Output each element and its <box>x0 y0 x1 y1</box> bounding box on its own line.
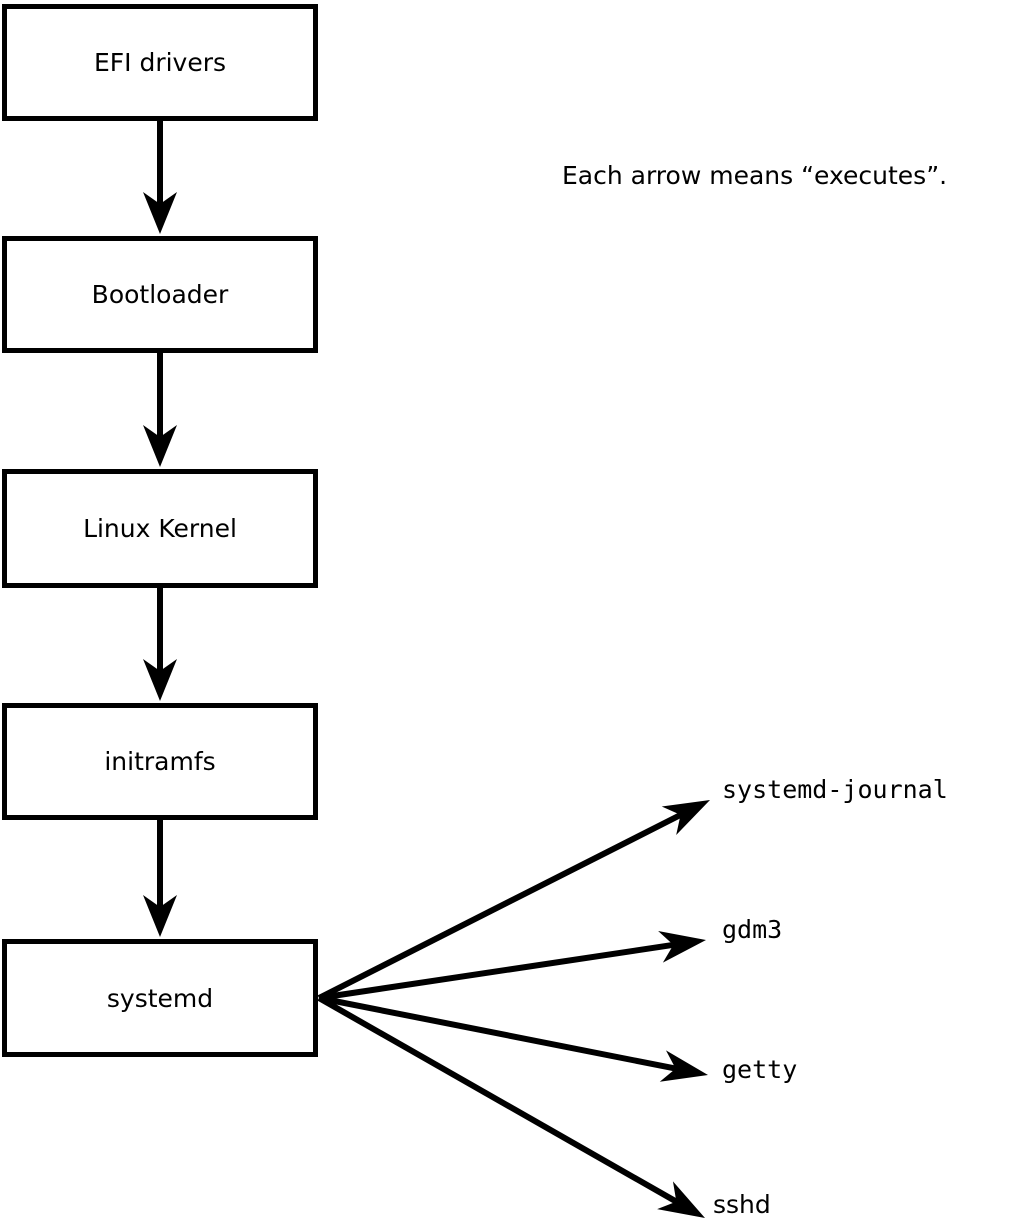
stage-box-bootloader[interactable]: Bootloader <box>2 236 318 353</box>
arrow-systemd-to-gdm3-head <box>658 930 706 963</box>
arrow-linux-kernel-to-initramfs-head <box>143 659 177 701</box>
arrow-initramfs-to-systemd <box>143 820 177 937</box>
arrow-linux-kernel-to-initramfs <box>143 588 177 701</box>
stage-label: Linux Kernel <box>83 514 237 543</box>
stage-box-systemd[interactable]: systemd <box>2 939 318 1057</box>
stage-label: initramfs <box>104 747 216 776</box>
stage-label: EFI drivers <box>93 48 227 77</box>
arrow-efi-drivers-to-bootloader <box>143 121 177 234</box>
arrow-initramfs-to-systemd-head <box>143 895 177 937</box>
arrow-systemd-to-sshd <box>317 995 705 1218</box>
arrow-systemd-to-systemd-journal-head <box>661 800 710 836</box>
service-label-getty[interactable]: getty <box>722 1055 798 1084</box>
arrow-systemd-to-getty-shaft <box>318 995 679 1072</box>
stage-box-efi-drivers[interactable]: EFI drivers <box>2 4 318 121</box>
arrow-systemd-to-getty <box>318 995 708 1082</box>
arrow-systemd-to-systemd-journal <box>317 800 710 1001</box>
stage-box-initramfs[interactable]: initramfs <box>2 703 318 820</box>
arrow-systemd-to-gdm3 <box>318 930 706 1001</box>
arrow-systemd-to-sshd-shaft <box>317 995 680 1206</box>
arrow-bootloader-to-linux-kernel <box>143 353 177 467</box>
arrow-efi-drivers-to-bootloader-head <box>143 192 177 234</box>
stage-label: Bootloader <box>91 280 229 309</box>
arrow-systemd-to-sshd-head <box>657 1181 705 1218</box>
service-label-sshd[interactable]: sshd <box>713 1190 771 1219</box>
arrow-systemd-to-getty-head <box>659 1050 708 1082</box>
legend-caption: Each arrow means “executes”. <box>562 161 948 190</box>
arrow-bootloader-to-linux-kernel-head <box>143 425 177 467</box>
stage-box-linux-kernel[interactable]: Linux Kernel <box>2 469 318 588</box>
arrow-systemd-to-systemd-journal-shaft <box>317 811 684 1001</box>
stage-label: systemd <box>106 983 214 1013</box>
arrow-systemd-to-gdm3-shaft <box>318 941 676 1001</box>
service-label-gdm3[interactable]: gdm3 <box>722 915 783 944</box>
service-label-systemd-journal[interactable]: systemd-journal <box>722 775 948 804</box>
